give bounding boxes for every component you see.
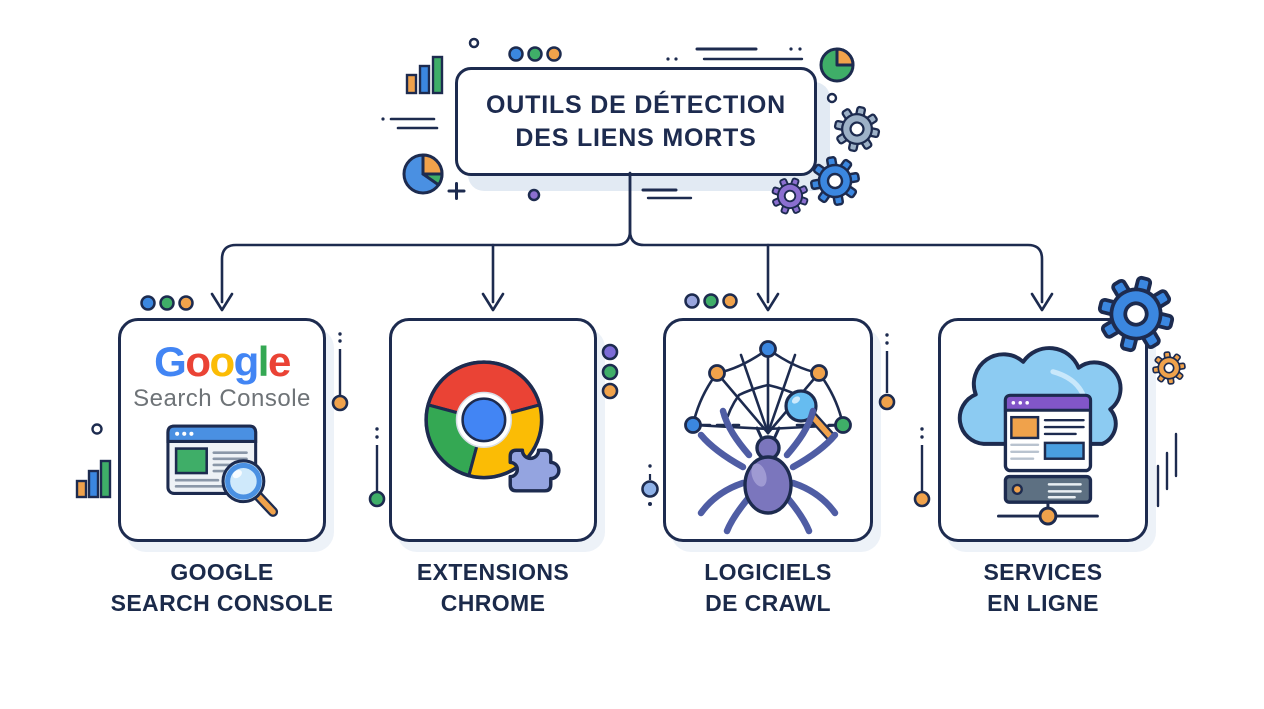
gear-icon xyxy=(1150,349,1188,387)
pie-chart-icon xyxy=(402,153,444,195)
browser-search-icon xyxy=(166,424,279,517)
network-node xyxy=(997,502,1099,526)
card-google-search-console: Google Search Console xyxy=(118,318,326,542)
arrow-down-icon xyxy=(1030,292,1054,312)
google-letter: l xyxy=(257,338,270,385)
pie-chart-icon xyxy=(819,47,855,83)
browser-window xyxy=(1003,393,1093,473)
spider-web-crawler-icon xyxy=(684,340,852,535)
three-dots-vertical-icon xyxy=(601,343,619,400)
staggered-lines-icon xyxy=(1156,432,1178,508)
google-letter: e xyxy=(267,338,291,385)
title-line-2: DES LIENS MORTS xyxy=(515,123,757,152)
label-logiciels-de-crawl: LOGICIELS DE CRAWL xyxy=(704,559,832,616)
google-letter: o xyxy=(209,338,235,385)
arrow-down-icon xyxy=(481,292,505,312)
magnifier-icon xyxy=(784,389,835,441)
google-letter: o xyxy=(185,338,211,385)
gear-icon xyxy=(829,101,885,157)
google-letter: g xyxy=(233,338,260,385)
plus-icon xyxy=(447,182,466,200)
tree-connectors xyxy=(210,171,1054,312)
arrow-down-icon xyxy=(756,292,780,312)
speed-lines-icon xyxy=(381,117,439,130)
cloud-service-icon xyxy=(957,346,1123,526)
label-google-search-console: GOOGLE SEARCH CONSOLE xyxy=(110,559,334,616)
server-icon xyxy=(1003,474,1093,504)
three-dots-icon xyxy=(508,46,562,62)
spider-icon xyxy=(697,407,839,535)
google-logo: Google xyxy=(154,338,291,385)
gear-icon xyxy=(766,172,814,220)
google-logo-subtitle: Search Console xyxy=(133,385,311,412)
small-circle-icon xyxy=(468,37,480,49)
arrow-down-icon xyxy=(210,292,234,312)
card-extensions-chrome xyxy=(389,318,597,542)
bar-chart-icon xyxy=(405,55,444,95)
bar-chart-icon xyxy=(75,459,112,499)
pin-line-orange xyxy=(331,332,349,412)
three-dots-icon xyxy=(140,295,194,311)
small-circle-icon xyxy=(826,92,838,104)
card-logiciels-de-crawl xyxy=(663,318,873,542)
purple-dot-icon xyxy=(527,188,541,202)
title-line-1: OUTILS DE DÉTECTION xyxy=(486,90,786,119)
dotted-blue-node xyxy=(641,464,659,506)
title-box: OUTILS DE DÉTECTION DES LIENS MORTS xyxy=(455,67,817,176)
small-circle-icon xyxy=(91,423,103,435)
google-letter: G xyxy=(154,338,187,385)
label-services-en-ligne: SERVICES EN LIGNE xyxy=(983,559,1103,616)
pin-line-orange xyxy=(878,333,896,411)
chrome-icon xyxy=(424,360,561,493)
pin-line-green xyxy=(368,427,386,508)
three-dots-icon xyxy=(684,293,738,309)
label-extensions-chrome: EXTENSIONS CHROME xyxy=(416,559,570,616)
puzzle-piece-icon xyxy=(508,448,561,493)
web-nodes xyxy=(684,340,852,434)
pin-line-orange xyxy=(913,427,931,508)
card-services-en-ligne xyxy=(938,318,1148,542)
